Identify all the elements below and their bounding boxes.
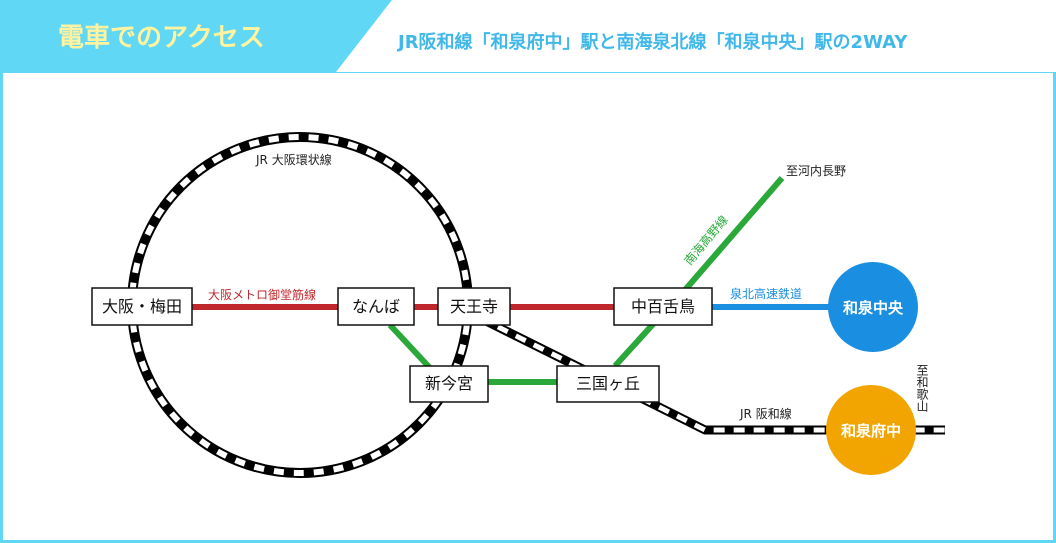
header-subtitle-band — [336, 0, 1056, 72]
station-mikunigaoka[interactable]: 三国ヶ丘 — [576, 374, 640, 393]
station-nakamozu[interactable]: 中百舌鳥 — [631, 297, 695, 316]
station-mikunigaoka-box[interactable] — [556, 365, 660, 403]
page-subtitle: JR阪和線「和泉府中」駅と南海泉北線「和泉中央」駅の2WAY — [396, 31, 908, 53]
station-namba[interactable]: なんば — [352, 297, 400, 316]
jr-hanwa-label: JR 阪和線 — [739, 406, 792, 421]
nankai-koya-line-segment-3 — [612, 319, 658, 369]
station-umeda[interactable]: 大阪・梅田 — [102, 297, 182, 316]
station-shinimamiya-box[interactable] — [409, 365, 489, 403]
station-tennoji-box[interactable] — [437, 287, 511, 326]
izumi-chuo-marker[interactable] — [828, 262, 918, 352]
midosuji-label: 大阪メトロ御堂筋線 — [208, 287, 316, 302]
station-namba-box[interactable] — [337, 287, 415, 326]
header-divider — [0, 72, 1056, 73]
nankai-koya-line-segment-1 — [387, 322, 433, 371]
jr-loop-label: JR 大阪環状線 — [255, 152, 332, 167]
page-title: 電車でのアクセス — [58, 23, 265, 53]
station-tennoji[interactable]: 天王寺 — [450, 297, 498, 316]
izumi-fuchu-marker[interactable] — [826, 385, 916, 475]
izumi-fuchu-label[interactable]: 和泉府中 — [841, 422, 901, 440]
nankai-koya-line-segment-4 — [682, 176, 785, 292]
station-shinimamiya[interactable]: 新今宮 — [425, 374, 473, 393]
station-nakamozu-box[interactable] — [613, 287, 713, 326]
direction-wakayama: 至和歌山 — [915, 364, 929, 412]
senboku-label: 泉北高速鉄道 — [730, 286, 802, 301]
jr-hanwa-line-dashes — [478, 315, 945, 433]
header-tab — [0, 0, 392, 72]
station-umeda-box[interactable] — [91, 287, 193, 326]
izumi-chuo-label[interactable]: 和泉中央 — [843, 299, 904, 317]
koya-label: 南海高野線 — [681, 212, 731, 268]
direction-kawachinagano: 至河内長野 — [786, 164, 846, 178]
